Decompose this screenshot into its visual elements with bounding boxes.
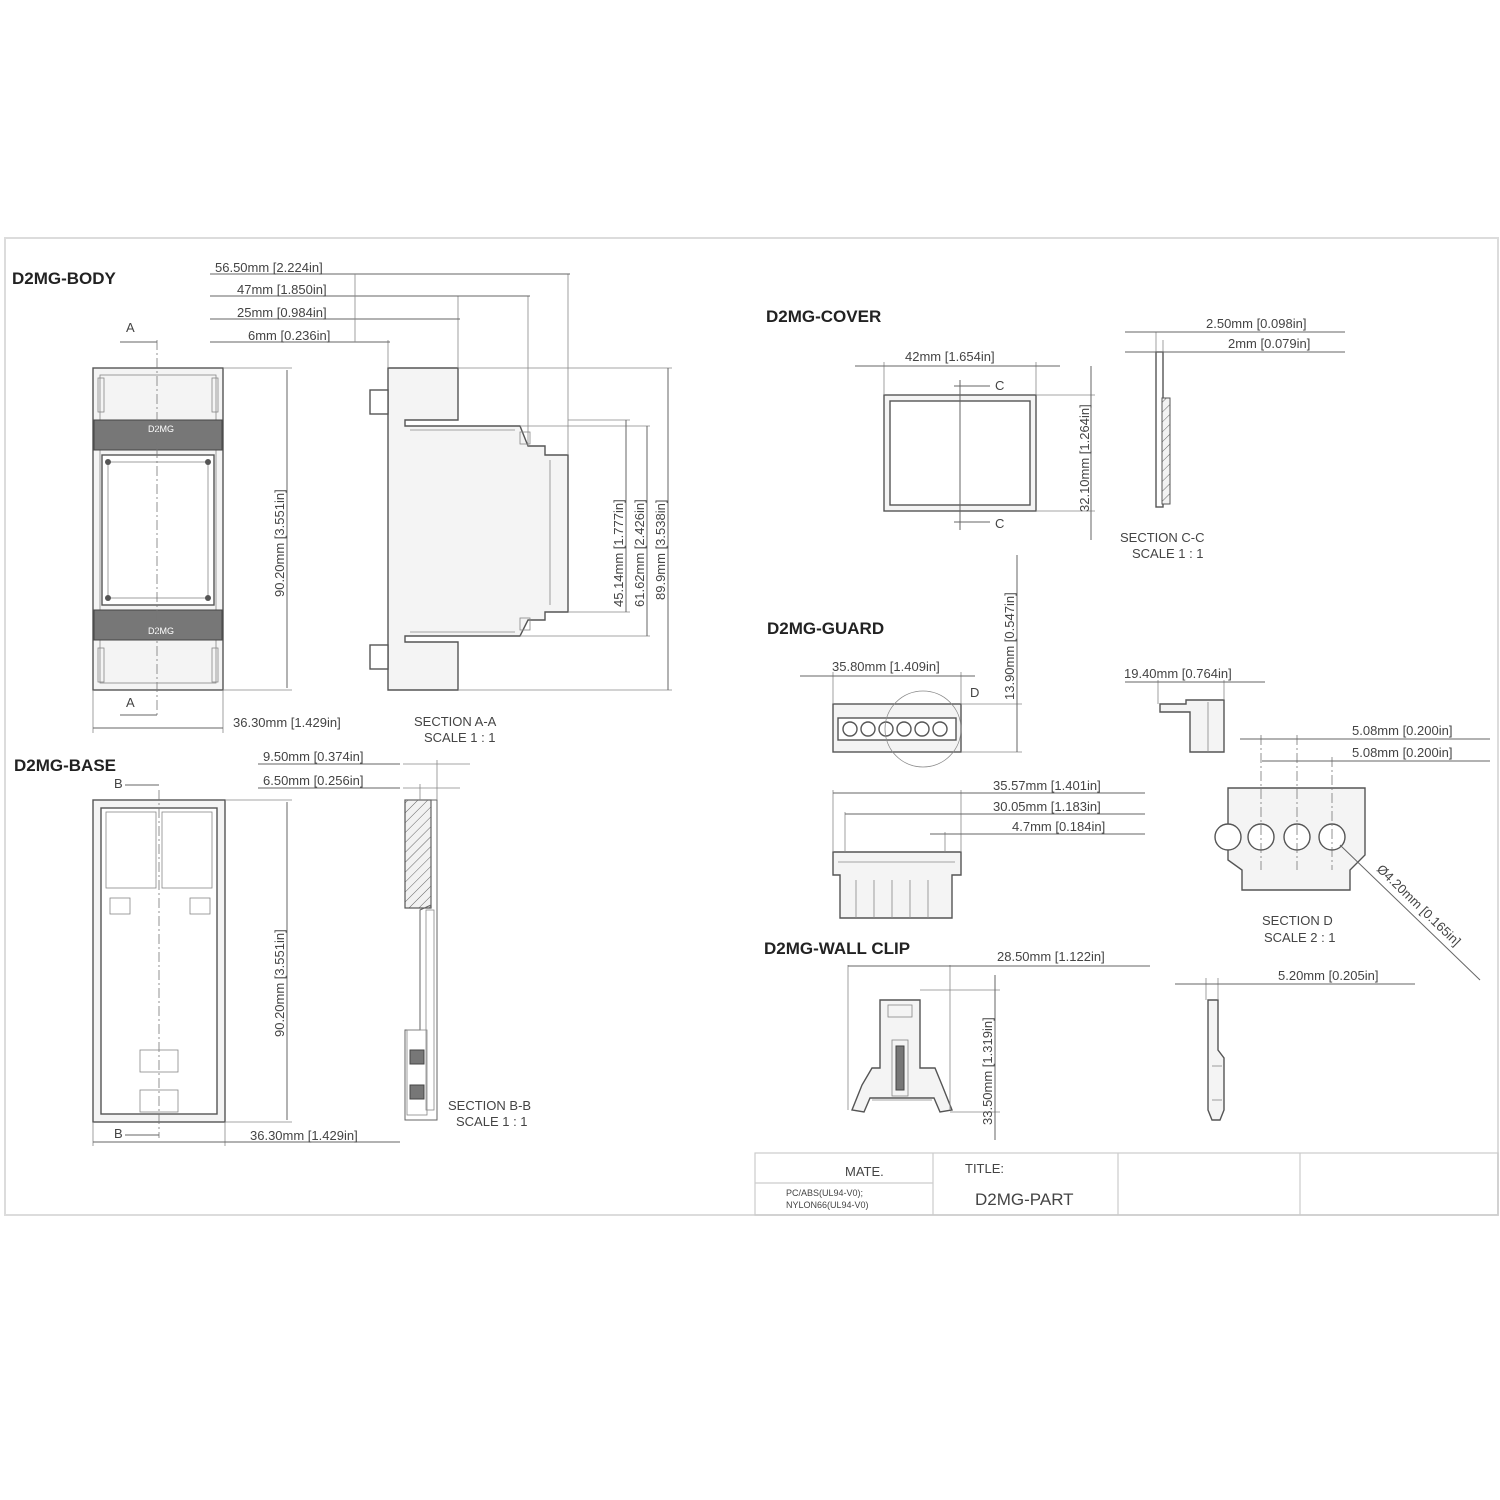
wall-clip-front-view: 28.50mm [1.122in] 33.50mm [1.319in] — [847, 949, 1150, 1140]
title-block-title-value: D2MG-PART — [975, 1190, 1074, 1209]
wall-clip-group: D2MG-WALL CLIP 28.50mm [1.122in] 33.50mm… — [764, 939, 1415, 1140]
title-block-mate-value-1: PC/ABS(UL94-V0); — [786, 1188, 863, 1198]
marker-a-bottom: A — [126, 695, 135, 710]
marker-d: D — [970, 685, 979, 700]
marker-a-top: A — [126, 320, 135, 335]
section-aa-scale: SCALE 1 : 1 — [424, 730, 496, 745]
marker-c-bottom: C — [995, 516, 1004, 531]
section-cc-name: SECTION C-C — [1120, 530, 1205, 545]
guard-side-view: 19.40mm [0.764in] — [1124, 666, 1265, 753]
dim-guard-side: 19.40mm [0.764in] — [1124, 666, 1232, 681]
marker-c-top: C — [995, 378, 1004, 393]
title-body: D2MG-BODY — [12, 269, 117, 288]
dim-clip-width: 28.50mm [1.122in] — [997, 949, 1105, 964]
section-d-name: SECTION D — [1262, 913, 1333, 928]
guard-front-view: 35.57mm [1.401in] 30.05mm [1.183in] 4.7m… — [832, 778, 1145, 919]
section-d-scale: SCALE 2 : 1 — [1264, 930, 1336, 945]
marker-b-top: B — [114, 776, 123, 791]
guard-top-view: D 35.80mm [1.409in] 13.90mm [0.547in] — [800, 555, 1022, 768]
title-wall-clip: D2MG-WALL CLIP — [764, 939, 910, 958]
section-cc-scale: SCALE 1 : 1 — [1132, 546, 1204, 561]
dim-body-top-2: 47mm [1.850in] — [237, 282, 327, 297]
body-label-top: D2MG — [148, 424, 174, 434]
dim-base-width: 36.30mm [1.429in] — [250, 1128, 358, 1143]
dim-guard-l3: 4.7mm [0.184in] — [1012, 819, 1105, 834]
dim-body-top-1: 56.50mm [2.224in] — [215, 260, 323, 275]
dim-guard-pitch-2: 5.08mm [0.200in] — [1352, 745, 1452, 760]
base-section-bb: 9.50mm [0.374in] 6.50mm [0.256in] SECTIO… — [258, 749, 531, 1129]
wall-clip-side-view: 5.20mm [0.205in] — [1175, 968, 1415, 1121]
dim-clip-height: 33.50mm [1.319in] — [980, 1017, 995, 1125]
title-block: MATE. PC/ABS(UL94-V0); NYLON66(UL94-V0) … — [754, 1152, 1499, 1216]
dim-guard-l2: 30.05mm [1.183in] — [993, 799, 1101, 814]
dim-guard-height: 13.90mm [0.547in] — [1002, 592, 1017, 700]
body-label-bottom: D2MG — [148, 626, 174, 636]
section-bb-name: SECTION B-B — [448, 1098, 531, 1113]
guard-group: D2MG-GUARD D 35.80mm [1.409in] 13.90mm [… — [767, 555, 1490, 981]
dim-base-height: 90.20mm [3.551in] — [272, 929, 287, 1037]
dim-hole-dia: Ø4.20mm [0.165in] — [1374, 861, 1464, 949]
dim-body-width: 36.30mm [1.429in] — [233, 715, 341, 730]
base-group: D2MG-BASE B B 90.20mm [3.551in] 36.30mm … — [14, 749, 531, 1146]
base-front-view: B B 90.20mm [3.551in] 36.30mm [1.429in] — [92, 776, 400, 1146]
cover-section-cc: 2.50mm [0.098in] 2mm [0.079in] SECTION C… — [1120, 316, 1345, 561]
dim-cover-width: 42mm [1.654in] — [905, 349, 995, 364]
sheet-border — [4, 237, 1499, 1216]
title-block-title-label: TITLE: — [965, 1161, 1004, 1176]
dim-guard-width: 35.80mm [1.409in] — [832, 659, 940, 674]
dim-guard-l1: 35.57mm [1.401in] — [993, 778, 1101, 793]
section-bb-scale: SCALE 1 : 1 — [456, 1114, 528, 1129]
body-section-aa: 56.50mm [2.224in] 47mm [1.850in] 25mm [0… — [210, 260, 672, 745]
dim-guard-pitch-1: 5.08mm [0.200in] — [1352, 723, 1452, 738]
dim-aa-1: 45.14mm [1.777in] — [611, 499, 626, 607]
title-block-mate-value-2: NYLON66(UL94-V0) — [786, 1200, 869, 1210]
body-front-view: D2MG D2MG A A 90.20mm [3.551in] 36.30mm … — [92, 320, 341, 733]
dim-base-2: 6.50mm [0.256in] — [263, 773, 363, 788]
title-base: D2MG-BASE — [14, 756, 116, 775]
dim-cc-1: 2.50mm [0.098in] — [1206, 316, 1306, 331]
cover-front-view: C C 42mm [1.654in] 32.10mm [1.264in] — [855, 349, 1095, 540]
dim-aa-3: 89.9mm [3.538in] — [653, 500, 668, 600]
section-aa-name: SECTION A-A — [414, 714, 497, 729]
body-group: D2MG-BODY D2MG D2MG A A — [12, 260, 672, 745]
guard-section-d: 5.08mm [0.200in] 5.08mm [0.200in] Ø4.20m… — [1214, 723, 1490, 981]
dim-cover-height: 32.10mm [1.264in] — [1077, 404, 1092, 512]
cover-group: D2MG-COVER C C 42mm [1.654in] 32.10mm [1… — [766, 307, 1345, 561]
dim-body-top-4: 6mm [0.236in] — [248, 328, 330, 343]
dim-body-height: 90.20mm [3.551in] — [272, 489, 287, 597]
title-guard: D2MG-GUARD — [767, 619, 884, 638]
dim-clip-side: 5.20mm [0.205in] — [1278, 968, 1378, 983]
marker-b-bottom: B — [114, 1126, 123, 1141]
dim-cc-2: 2mm [0.079in] — [1228, 336, 1310, 351]
dim-aa-2: 61.62mm [2.426in] — [632, 499, 647, 607]
title-block-mate-label: MATE. — [845, 1164, 884, 1179]
dim-body-top-3: 25mm [0.984in] — [237, 305, 327, 320]
dim-base-1: 9.50mm [0.374in] — [263, 749, 363, 764]
title-cover: D2MG-COVER — [766, 307, 881, 326]
